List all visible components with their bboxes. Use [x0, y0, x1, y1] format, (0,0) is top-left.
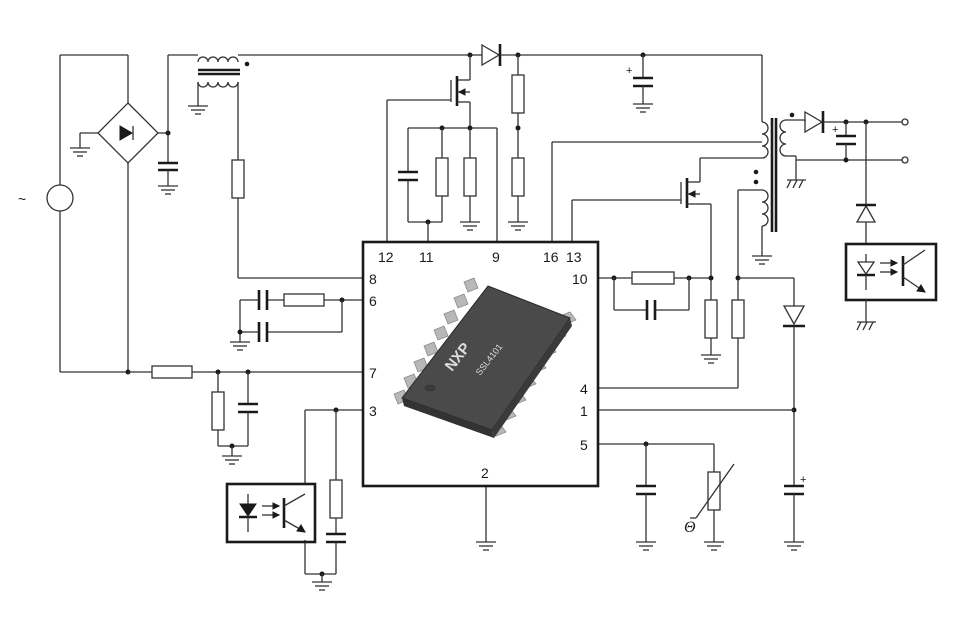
pin-label-10: 10 — [572, 271, 588, 287]
chip-illustration: NXP SSL4101 — [393, 277, 577, 438]
pin-label-2: 2 — [481, 465, 489, 481]
bulk-capacitor — [158, 130, 178, 195]
pin-label-13: 13 — [566, 249, 582, 265]
pfc-mosfet — [386, 55, 471, 242]
input-inductor — [167, 54, 470, 279]
pin3-network — [304, 407, 363, 591]
ac-source: ~ — [18, 54, 128, 373]
ic-pin-labels: 12 11 9 16 13 8 6 7 3 10 4 1 5 2 — [369, 249, 588, 481]
pin-label-3: 3 — [369, 403, 377, 419]
ac-source-symbol: ~ — [18, 191, 26, 207]
pin-label-11: 11 — [419, 249, 434, 265]
pin-label-7: 7 — [369, 365, 377, 381]
pin7-mains-sense — [125, 365, 363, 465]
pin2-ground — [476, 486, 496, 551]
pin10-network — [598, 271, 721, 364]
pin-label-16: 16 — [543, 249, 559, 265]
pin-label-12: 12 — [378, 249, 394, 265]
flyback-transformer — [699, 55, 806, 300]
pin-label-8: 8 — [369, 271, 377, 287]
pin6-rc-network — [230, 290, 363, 351]
pin-label-1: 1 — [580, 403, 588, 419]
voltage-divider — [508, 55, 528, 231]
pin-label-6: 6 — [369, 293, 377, 309]
pin16-sense-line — [551, 141, 762, 242]
bus-capacitor: + — [626, 55, 653, 113]
pin5-network — [598, 441, 714, 551]
capacitor-plus-sign: + — [626, 65, 632, 77]
ntc-thermistor: Θ — [684, 444, 735, 551]
boost-diode — [467, 43, 762, 67]
thermistor-symbol: Θ — [684, 519, 696, 536]
output-capacitor-plus-sign: + — [832, 124, 838, 136]
ic-package-outline — [361, 240, 600, 488]
bridge-rectifier — [70, 55, 168, 372]
source-sense-network — [398, 125, 498, 242]
optocoupler-feedback — [844, 242, 938, 331]
pin-label-4: 4 — [580, 381, 588, 397]
pin-label-9: 9 — [492, 249, 500, 265]
optocoupler-primary — [225, 482, 317, 544]
output-rectifier: + — [796, 110, 909, 244]
pin-label-5: 5 — [580, 437, 588, 453]
vcc-capacitor-plus-sign: + — [800, 474, 806, 486]
flyback-mosfet — [571, 178, 712, 300]
aux-winding-network: + — [598, 275, 806, 551]
